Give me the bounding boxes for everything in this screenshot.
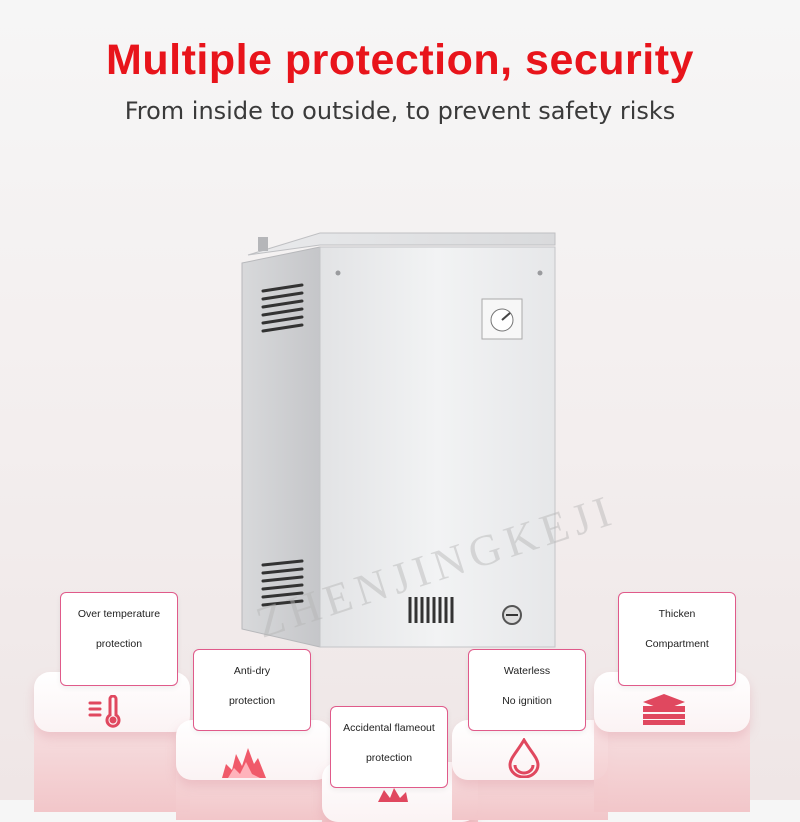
product-image [230, 225, 590, 670]
feature-card-waterless: Waterless No ignition [468, 649, 586, 731]
feature-label: Accidental flameout [343, 722, 435, 734]
water-drop-icon [505, 737, 543, 783]
feature-label: Waterless [503, 665, 551, 677]
feature-card-anti-dry: Anti-dry protection [193, 649, 311, 731]
subheadline: From inside to outside, to prevent safet… [124, 97, 676, 125]
flame-icon [218, 740, 270, 785]
feature-label: Thicken [658, 608, 696, 620]
feature-card-thicken-compartment: Thicken Compartment [618, 592, 736, 686]
pillar-1 [34, 672, 190, 812]
feature-label: protection [95, 638, 143, 650]
feature-card-accidental-flameout: Accidental flameout protection [330, 706, 448, 788]
feature-label: protection [365, 752, 413, 764]
feature-label: Compartment [645, 638, 709, 650]
thermometer-icon [88, 694, 128, 734]
headline: Multiple protection, security [106, 36, 694, 84]
feature-card-over-temperature: Over temperature protection [60, 592, 178, 686]
feature-label: protection [228, 695, 276, 707]
feature-label: Anti-dry [233, 665, 271, 677]
fire-icon [372, 788, 412, 807]
feature-label: No ignition [502, 695, 552, 707]
feature-label: Over temperature [77, 608, 161, 620]
layers-icon [641, 692, 687, 731]
